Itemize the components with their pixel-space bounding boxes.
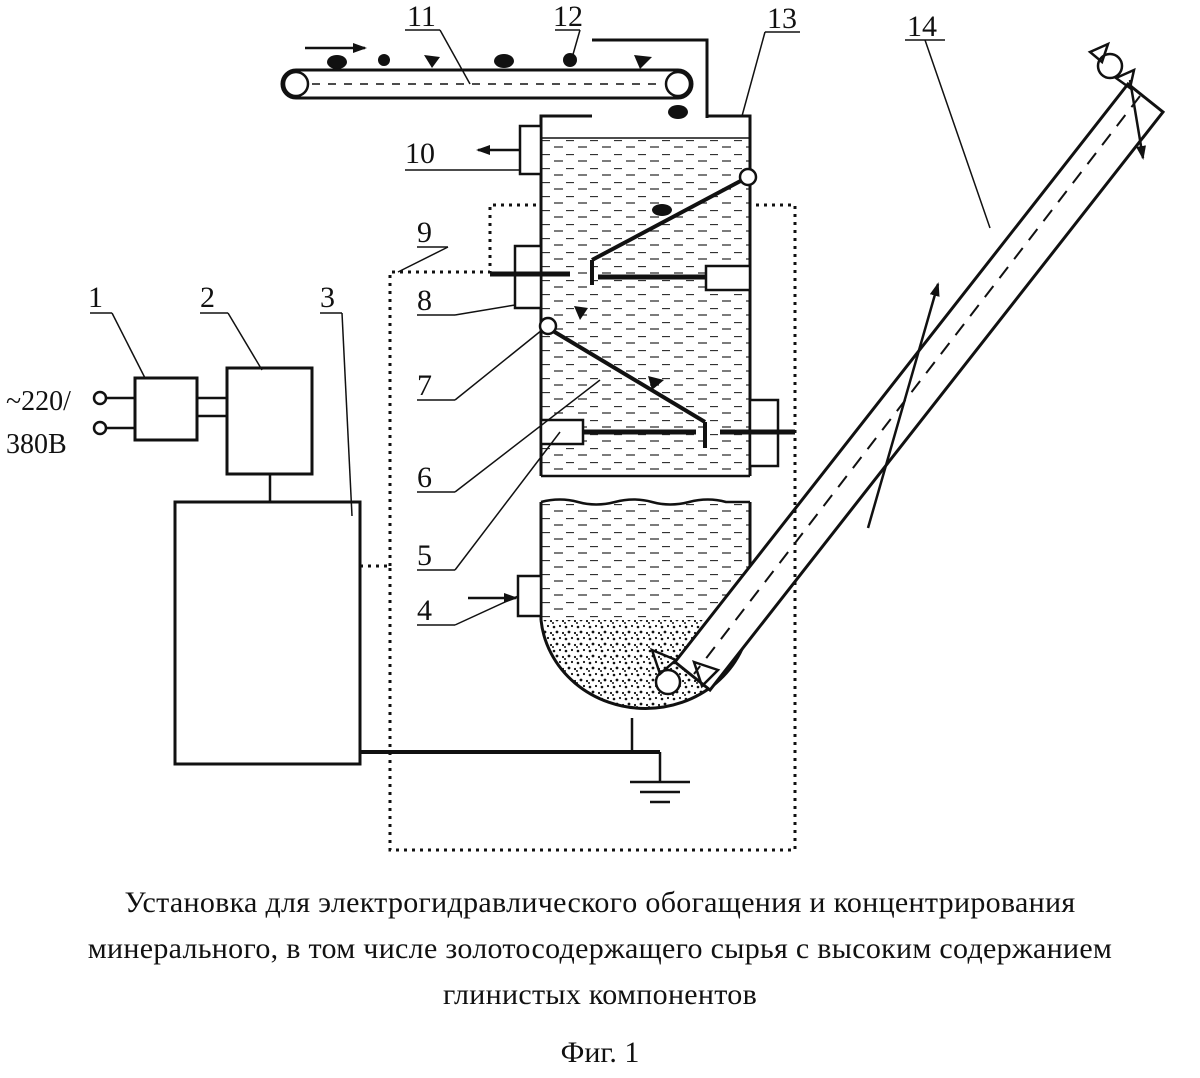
upper-electrode — [490, 244, 752, 310]
supply-voltage-line1: ~220/ — [6, 386, 71, 417]
screw-elevator — [649, 41, 1166, 696]
apparatus-diagram: 1 2 3 4 5 6 7 8 9 10 11 12 13 14 ~220/ 3… — [6, 0, 1166, 852]
control-circuit-dotted — [360, 203, 797, 852]
overflow-outlet — [476, 124, 543, 176]
label-8: 8 — [417, 284, 432, 317]
conveyor-belt — [280, 68, 694, 100]
figure-caption: Установка для электрогидравлическогo обо… — [0, 880, 1200, 1070]
wiring — [92, 390, 272, 502]
caption-line-1: Установка для электрогидравлическогo обо… — [124, 886, 1076, 919]
label-12: 12 — [553, 0, 583, 33]
upper-inclined-deck — [590, 167, 758, 285]
falling-particle — [574, 306, 588, 320]
leader-lines — [90, 29, 991, 626]
supply-voltage-line2: 380В — [6, 429, 67, 460]
label-9: 9 — [417, 216, 432, 249]
water-inlet — [468, 574, 543, 618]
label-4: 4 — [417, 594, 432, 627]
label-3: 3 — [320, 281, 335, 314]
lower-electrode — [539, 398, 795, 468]
label-7: 7 — [417, 369, 432, 402]
label-1: 1 — [88, 281, 103, 314]
feed-chute — [592, 38, 709, 118]
label-2: 2 — [200, 281, 215, 314]
lower-inclined-deck — [538, 316, 707, 448]
label-5: 5 — [417, 539, 432, 572]
ground-symbol — [630, 752, 690, 804]
block-1-transformer — [133, 376, 199, 442]
caption-line-3: глинистых компонентов — [442, 978, 758, 1011]
figure-number: Фиг. 1 — [560, 1036, 640, 1069]
block-3-pulse-generator — [173, 500, 362, 766]
ore-lumps — [327, 53, 688, 119]
label-13: 13 — [767, 2, 797, 35]
caption-line-2: минерального, в том числе золотосодержащ… — [87, 932, 1113, 965]
label-14: 14 — [907, 10, 937, 43]
label-10: 10 — [405, 137, 435, 170]
label-11: 11 — [407, 0, 436, 33]
block-2-rectifier — [225, 366, 314, 476]
label-6: 6 — [417, 461, 432, 494]
